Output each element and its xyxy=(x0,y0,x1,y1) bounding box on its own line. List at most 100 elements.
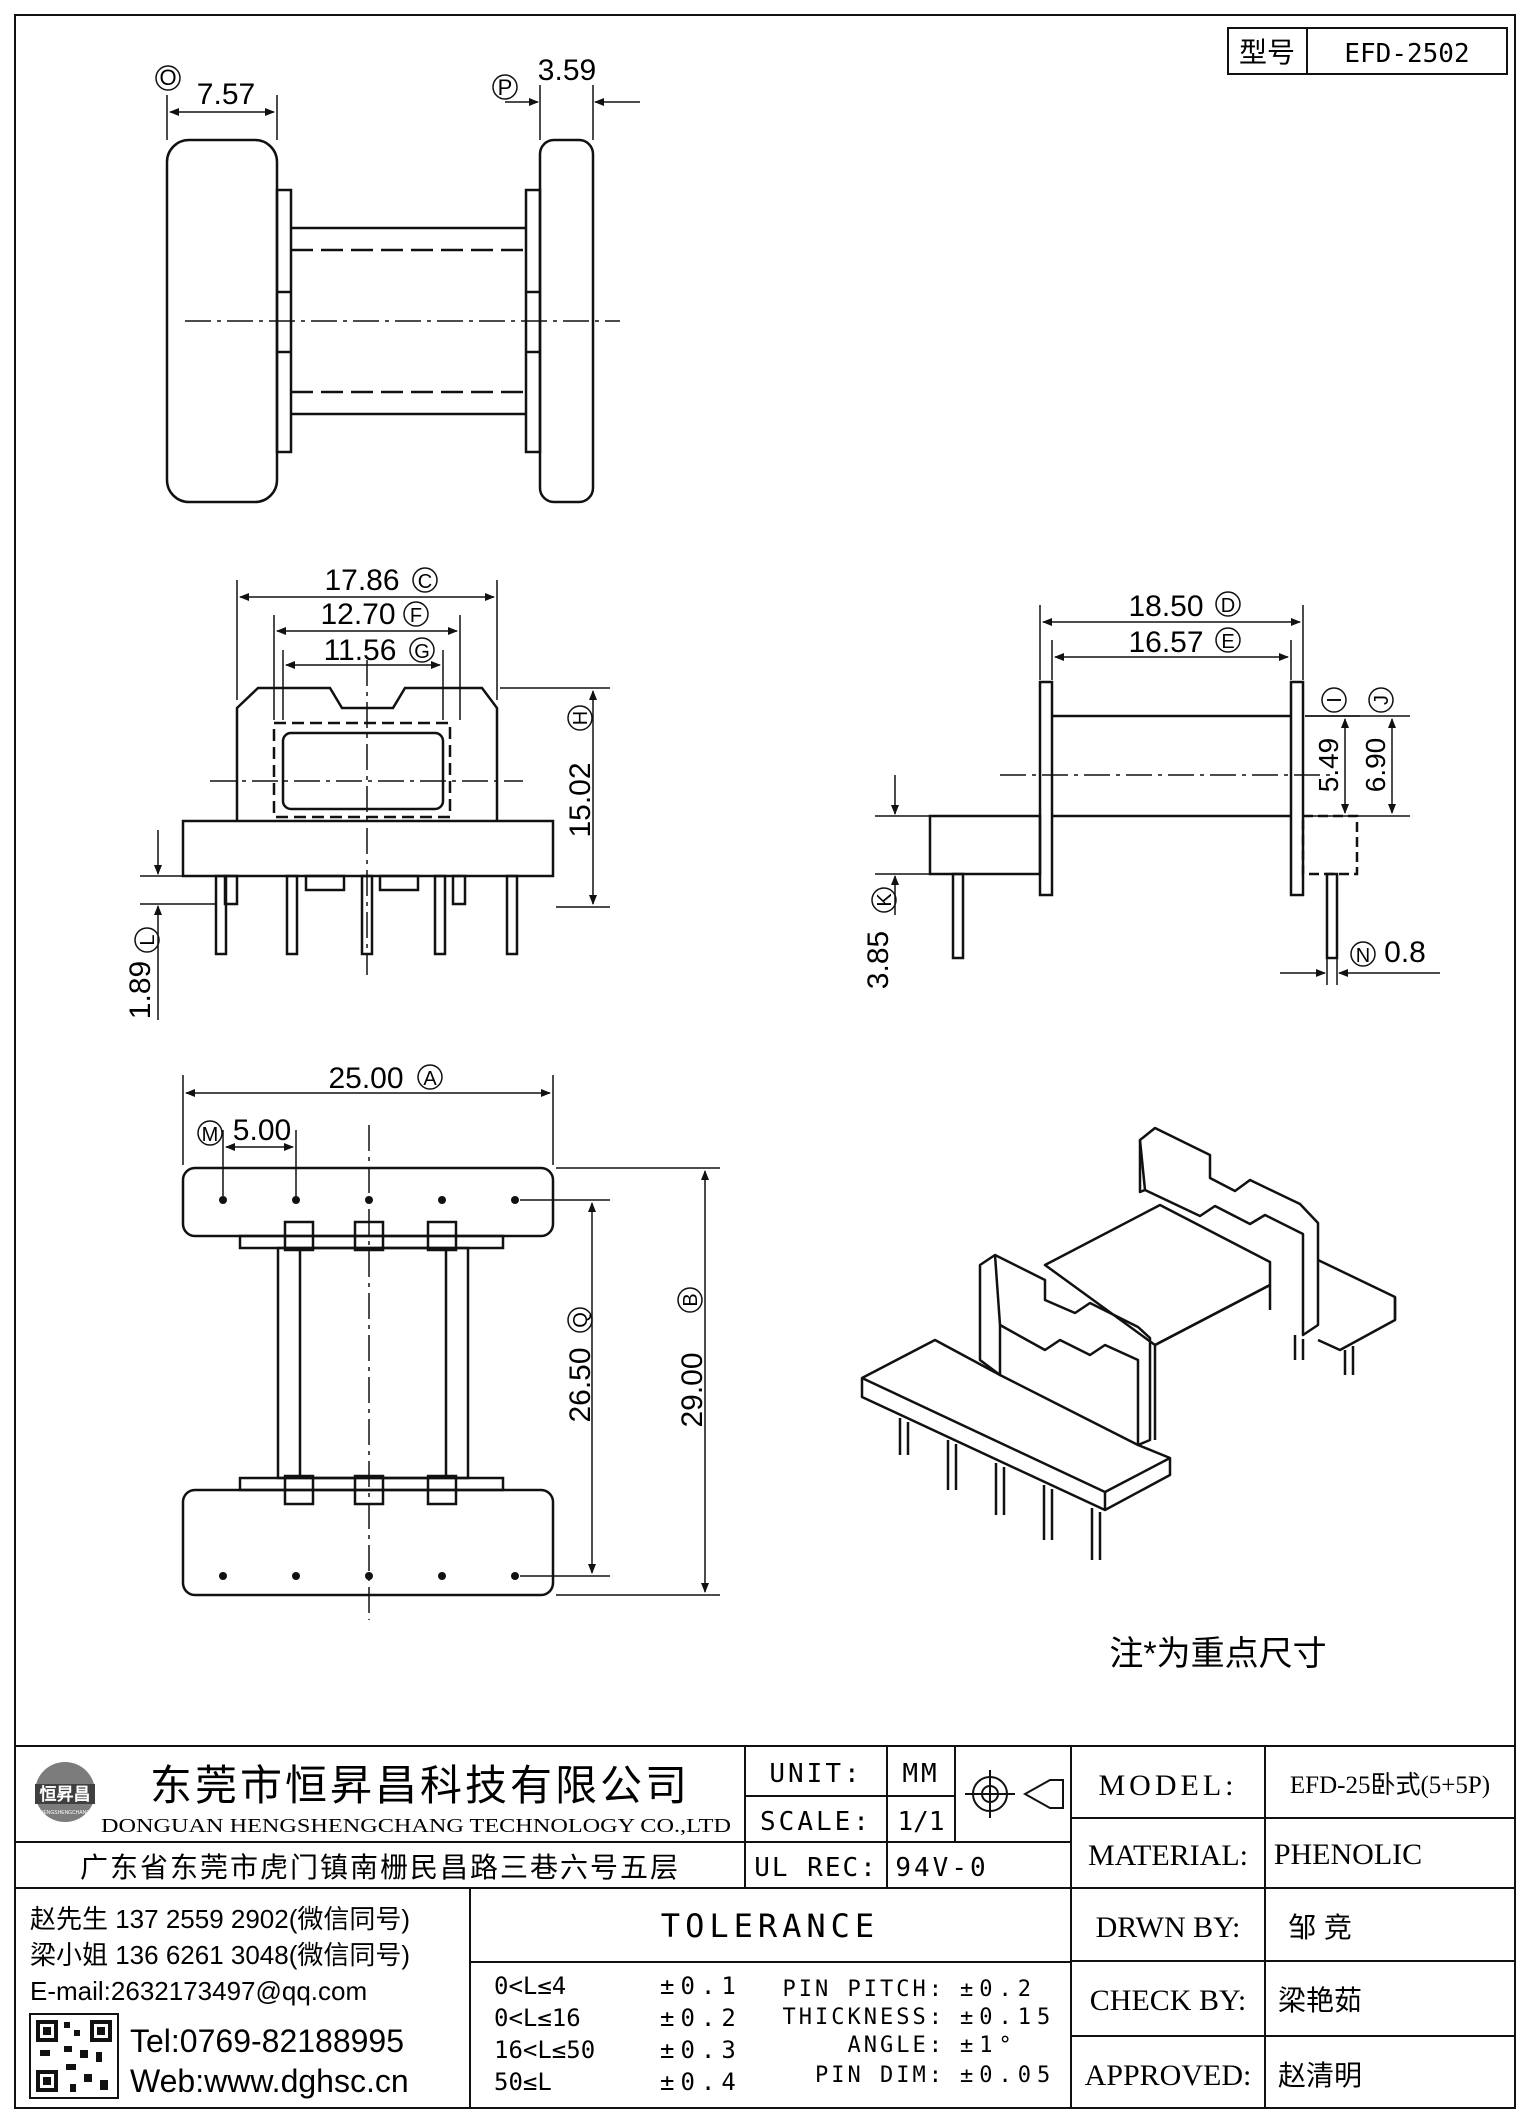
dim-B-value: 29.00 xyxy=(676,1352,709,1427)
logo-subtext: HENGSHENGCHANG xyxy=(40,1810,90,1816)
unit-label: UNIT: xyxy=(769,1759,862,1789)
tol-angle-label: ANGLE: xyxy=(848,2033,945,2058)
approved-label: APPROVED: xyxy=(1085,2059,1252,2092)
front-view xyxy=(181,660,555,975)
dim-A-letter: A xyxy=(423,1068,437,1090)
dim-J xyxy=(1305,687,1410,817)
note-text: 注*为重点尺寸 xyxy=(1109,1635,1326,1673)
dim-K-letter: K xyxy=(874,893,896,907)
tol-angle-value: ±1° xyxy=(960,2033,1018,2058)
dim-Q xyxy=(520,1199,610,1577)
dim-I-letter: I xyxy=(1324,697,1346,703)
dim-A-value: 25.00 xyxy=(328,1062,403,1095)
tol-pin-pitch-label: PIN PITCH: xyxy=(783,1977,945,2002)
dim-O-value: 7.57 xyxy=(197,78,255,111)
dim-C-value: 17.86 xyxy=(324,564,399,597)
tol-thickness-label: THICKNESS: xyxy=(783,2005,945,2030)
tol-value-1: ±0.1 xyxy=(660,1972,742,2000)
unit-value: MM xyxy=(902,1759,939,1789)
dim-P-circle xyxy=(492,74,518,100)
model-value: EFD-25卧式(5+5P) xyxy=(1290,1771,1490,1799)
ul-label: UL REC: xyxy=(754,1853,878,1883)
qr-code-icon xyxy=(29,2013,119,2099)
dim-H xyxy=(500,687,610,908)
dim-L-letter: L xyxy=(137,934,159,945)
approved-value: 赵清明 xyxy=(1278,2060,1362,2091)
tol-pin-dim-label: PIN DIM: xyxy=(815,2063,945,2088)
dim-P-letter: P xyxy=(498,75,513,100)
company-address: 广东省东莞市虎门镇南栅民昌路三巷六号五层 xyxy=(80,1852,680,1883)
dim-H-value: 15.02 xyxy=(564,762,597,837)
dim-D xyxy=(1039,591,1304,680)
dim-L xyxy=(134,830,216,1020)
dim-H-letter: H xyxy=(570,711,592,725)
contact-line-2: 梁小姐 136 6261 3048(微信同号) xyxy=(30,1940,410,1970)
dim-B-letter: B xyxy=(680,1293,702,1306)
dim-N xyxy=(1280,941,1440,985)
dim-O xyxy=(166,95,278,140)
dim-C-letter: C xyxy=(418,571,432,593)
tol-thickness-value: ±0.15 xyxy=(960,2005,1056,2030)
tol-range-4: 50≤L xyxy=(494,2068,552,2096)
company-name-cn: 东莞市恒昇昌科技有限公司 xyxy=(150,1762,690,1809)
ul-value: 94V-0 xyxy=(895,1853,988,1883)
dim-B xyxy=(556,1167,720,1596)
material-label: MATERIAL: xyxy=(1088,1839,1248,1872)
dim-C xyxy=(236,567,498,700)
tol-range-3: 16<L≤50 xyxy=(494,2036,595,2064)
tol-value-2: ±0.2 xyxy=(660,2004,742,2032)
dim-I-value: 5.49 xyxy=(1313,738,1344,793)
tol-pin-pitch-value: ±0.2 xyxy=(960,1977,1037,2002)
contact-line-1: 赵先生 137 2559 2902(微信同号) xyxy=(30,1904,410,1934)
dim-Q-letter: Q xyxy=(570,1312,592,1328)
bottom-view xyxy=(181,1125,555,1620)
material-value: PHENOLIC xyxy=(1274,1838,1422,1871)
tol-range-1: 0<L≤4 xyxy=(494,1972,566,2000)
dim-N-letter: N xyxy=(1356,945,1370,967)
company-name-en: DONGUAN HENGSHENGCHANG TECHNOLOGY CO.,LT… xyxy=(101,1815,731,1837)
dim-M-value: 5.00 xyxy=(233,1114,291,1147)
scale-label: SCALE: xyxy=(760,1807,872,1837)
check-label: CHECK BY: xyxy=(1090,1984,1246,2017)
scale-value: 1/1 xyxy=(898,1807,945,1837)
contact-web: Web:www.dghsc.cn xyxy=(130,2063,409,2099)
tol-pin-dim-value: ±0.05 xyxy=(960,2063,1056,2088)
dim-J-value: 6.90 xyxy=(1360,738,1391,793)
dim-J-letter: J xyxy=(1371,695,1393,705)
tolerance-title: TOLERANCE xyxy=(661,1907,879,1945)
drawn-label: DRWN BY: xyxy=(1096,1911,1241,1944)
contact-tel: Tel:0769-82188995 xyxy=(130,2023,404,2059)
dim-M xyxy=(197,1120,297,1196)
dim-E xyxy=(1051,627,1292,680)
check-value: 梁艳茹 xyxy=(1278,1985,1362,2016)
side-view xyxy=(928,680,1359,960)
bottom-view-pin-holes xyxy=(219,1196,519,1580)
dim-F xyxy=(273,601,461,720)
tol-value-4: ±0.4 xyxy=(660,2068,742,2096)
dim-G-letter: G xyxy=(414,641,430,663)
company-logo: 恒昇昌 HENGSHENGCHANG xyxy=(35,1762,95,1822)
dim-F-value: 12.70 xyxy=(320,598,395,631)
top-view xyxy=(165,138,620,504)
tol-value-3: ±0.3 xyxy=(660,2036,742,2064)
dim-G xyxy=(282,637,444,720)
dim-O-letter: O xyxy=(159,65,176,90)
dim-Q-value: 26.50 xyxy=(564,1347,597,1422)
model-box-value: EFD-2502 xyxy=(1344,39,1469,69)
model-label: MODEL: xyxy=(1099,1769,1238,1802)
dim-E-value: 16.57 xyxy=(1128,626,1203,659)
tol-range-2: 0<L≤16 xyxy=(494,2004,581,2032)
dim-A xyxy=(182,1064,554,1165)
isometric-view xyxy=(860,1126,1397,1560)
dim-D-value: 18.50 xyxy=(1128,590,1203,623)
logo-text: 恒昇昌 xyxy=(40,1784,91,1804)
dim-K-value: 3.85 xyxy=(862,931,895,989)
dim-E-letter: E xyxy=(1221,631,1234,653)
title-block-lines xyxy=(15,1745,1515,2108)
dim-P xyxy=(505,85,640,140)
drawing-border xyxy=(14,14,1516,2109)
dim-O-circle xyxy=(155,65,181,91)
dim-P-value: 3.59 xyxy=(538,54,596,87)
dim-N-value: 0.8 xyxy=(1384,936,1426,969)
